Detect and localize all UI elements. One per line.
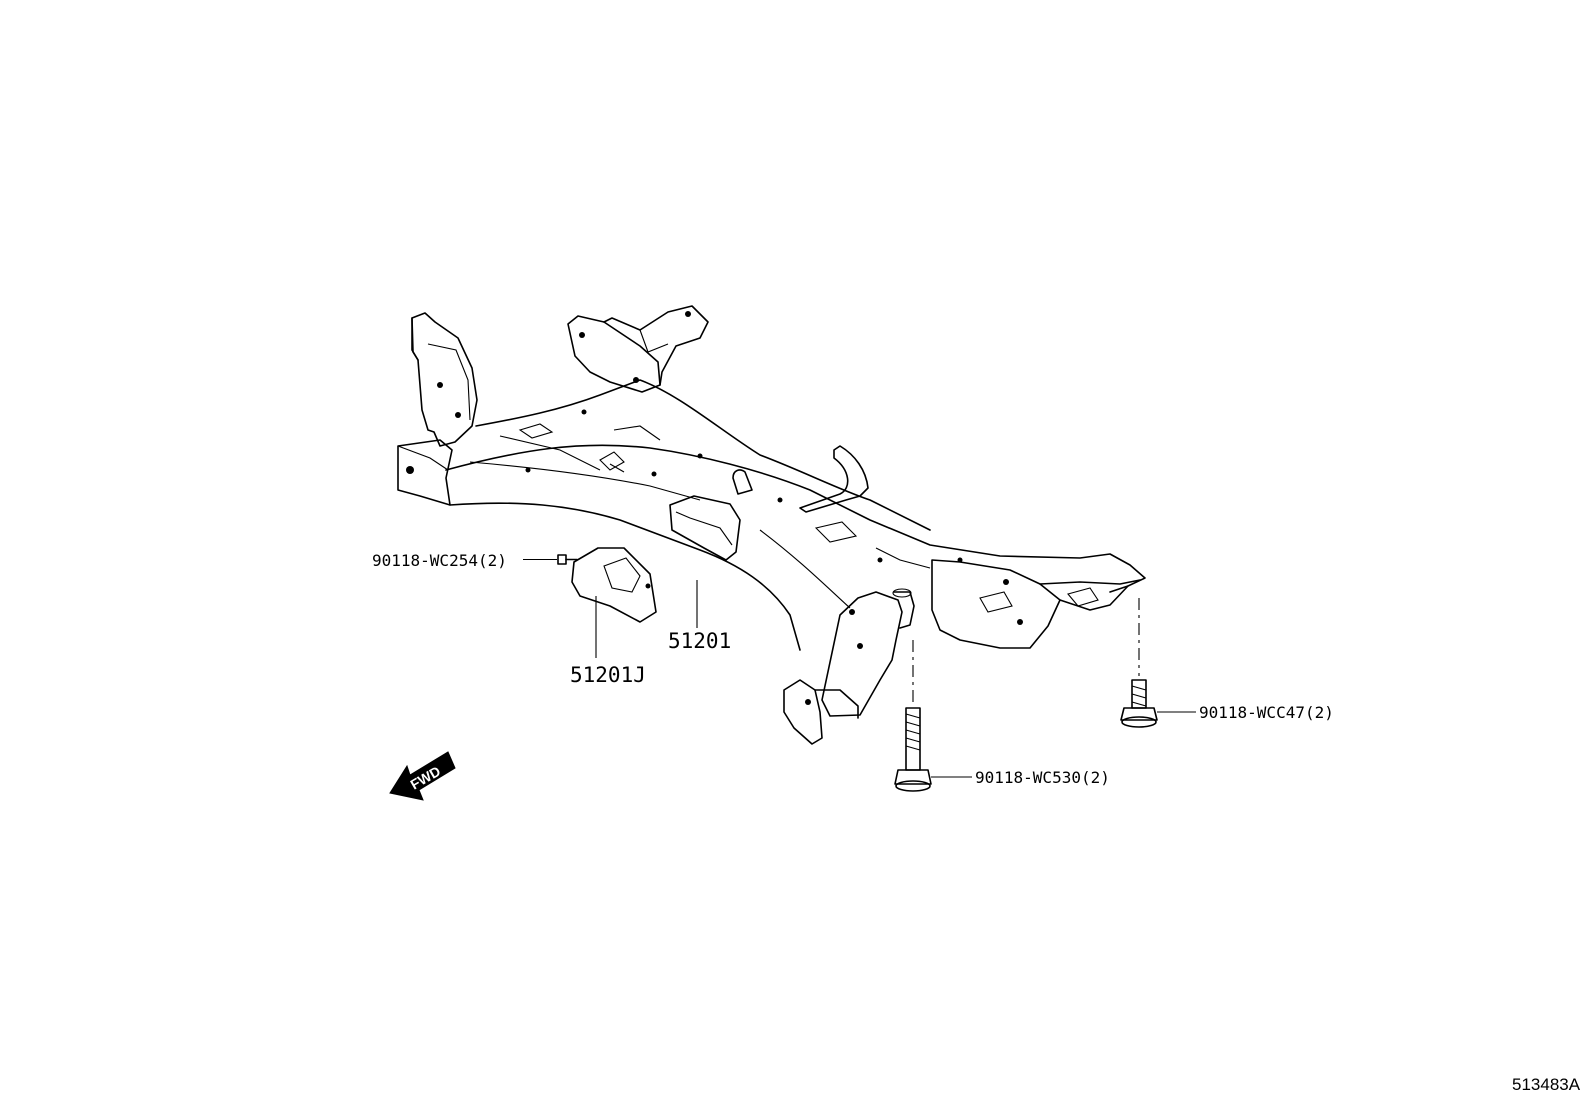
fwd-arrow: FWD xyxy=(389,751,456,801)
label-plate-51201J: 51201J xyxy=(570,663,646,687)
crossmember-51201 xyxy=(397,305,1146,745)
label-bolt-WC530: 90118-WC530(2) xyxy=(975,768,1110,787)
label-crossmember-51201: 51201 xyxy=(668,629,731,653)
bolt-90118-WCC47 xyxy=(1120,598,1196,728)
label-bolt-WCC47: 90118-WCC47(2) xyxy=(1199,703,1334,722)
bolt-90118-WC254 xyxy=(523,554,578,565)
bolt-90118-WC530 xyxy=(894,640,972,792)
cover-plate-51201J xyxy=(571,547,657,623)
figure-id: 513483A xyxy=(1512,1075,1581,1094)
label-bolt-WC254: 90118-WC254(2) xyxy=(372,551,507,570)
